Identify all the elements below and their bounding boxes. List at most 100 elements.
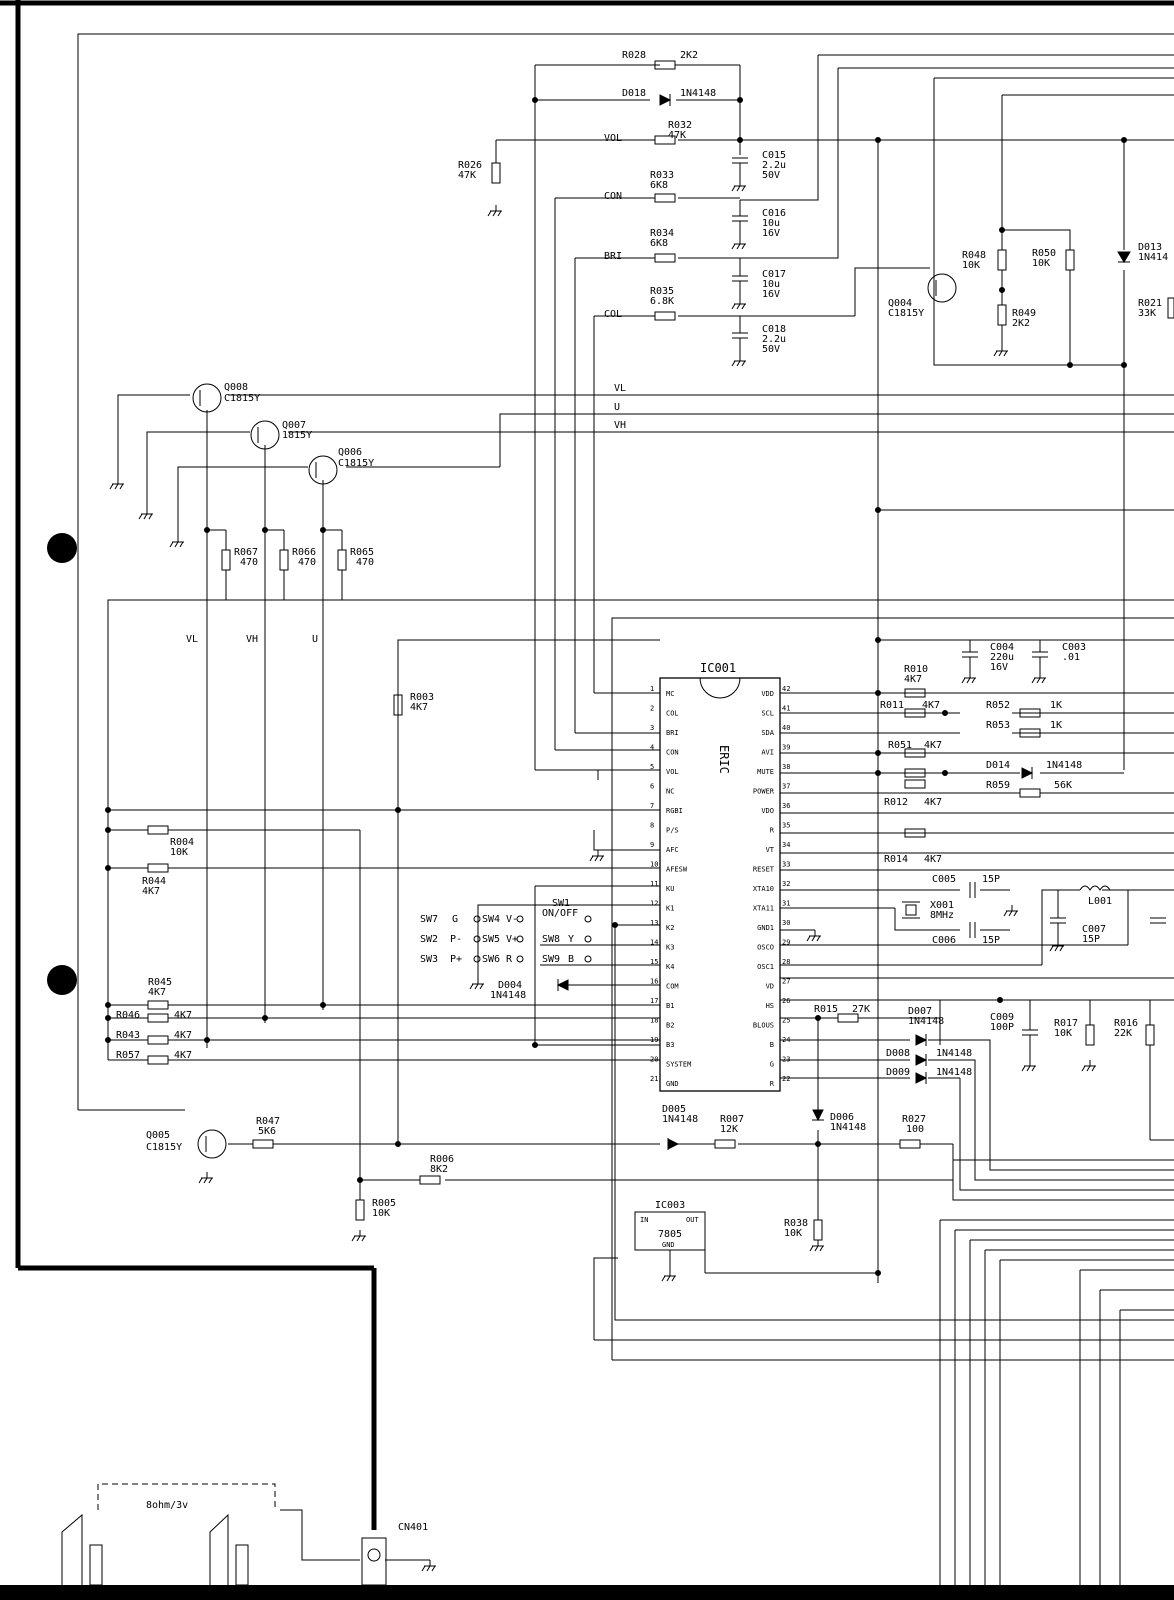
- ic001-pin-number: 39: [782, 744, 790, 752]
- ic001-pin-label: XTA10: [753, 885, 774, 893]
- label-r043: R043: [116, 1030, 140, 1041]
- ic001-pin-number: 17: [650, 997, 658, 1005]
- label-c015b: 50V: [762, 170, 780, 181]
- label-sw5v: V+: [506, 934, 518, 945]
- label-r026v: 47K: [458, 170, 476, 181]
- label-r046v: 4K7: [174, 1010, 192, 1021]
- ic001-pin-number: 42: [782, 685, 790, 693]
- label-r027v: 100: [906, 1124, 924, 1135]
- label-c016a: 10u: [762, 218, 780, 229]
- label-r016: R016: [1114, 1018, 1138, 1029]
- label-q007: Q007: [282, 420, 306, 431]
- label-vl: VL: [614, 383, 626, 394]
- label-d008: D008: [886, 1048, 910, 1059]
- label-r011v: 4K7: [922, 700, 940, 711]
- label-r032: R032: [668, 120, 692, 131]
- ic001-pin-number: 6: [650, 783, 654, 791]
- ic003-part: 7805: [658, 1229, 682, 1240]
- ic001-pin-label: COM: [666, 983, 679, 991]
- ic003-name: IC003: [655, 1200, 685, 1211]
- label-r010: R010: [904, 664, 928, 675]
- label-c018b: 50V: [762, 344, 780, 355]
- resistors: [147, 60, 1174, 1241]
- label-r028: R028: [622, 50, 646, 61]
- ic001-pin-number: 3: [650, 724, 654, 732]
- ic001-pin-number: 26: [782, 997, 790, 1005]
- ic001-pin-number: 1: [650, 685, 654, 693]
- label-r014: R014: [884, 854, 908, 865]
- label-q008: Q008: [224, 382, 248, 393]
- label-r026: R026: [458, 160, 482, 171]
- label-sw1: SW1: [552, 898, 570, 909]
- label-r021: R021: [1138, 298, 1162, 309]
- ic001-pin-label: VOL: [666, 768, 679, 776]
- label-con: CON: [604, 191, 622, 202]
- label-sw3v: P+: [450, 954, 462, 965]
- label-sw5: SW5: [482, 934, 500, 945]
- label-r033: R033: [650, 170, 674, 181]
- ic001-pin-number: 29: [782, 939, 790, 947]
- ic001-pin-number: 35: [782, 822, 790, 830]
- label-r048: R048: [962, 250, 986, 261]
- label-sw9: SW9: [542, 954, 560, 965]
- label-x001: X001: [930, 900, 954, 911]
- label-q006v: C1815Y: [338, 458, 374, 469]
- label-r038v: 10K: [784, 1228, 802, 1239]
- label-r053: R053: [986, 720, 1010, 731]
- label-vol: VOL: [604, 133, 622, 144]
- transistors: [192, 273, 957, 1159]
- label-r035v: 6.8K: [650, 296, 674, 307]
- ic001-pin-number: 15: [650, 958, 658, 966]
- ic001-pin-number: 25: [782, 1017, 790, 1025]
- label-c005: C005: [932, 874, 956, 885]
- ic001-pin-label: K3: [666, 944, 674, 952]
- ic001-pin-number: 22: [782, 1075, 790, 1083]
- label-c006: C006: [932, 935, 956, 946]
- label-c003v: .01: [1062, 652, 1080, 663]
- label-c004: C004: [990, 642, 1014, 653]
- label-c015a: 2.2u: [762, 160, 786, 171]
- ic001-chip: ERIC: [717, 745, 731, 774]
- label-r007v: 12K: [720, 1124, 738, 1135]
- ic001-body: 1MC2COL3BRI4CON5VOL6NC7RGBI8P/S9AFC10AFE…: [650, 677, 790, 1092]
- label-r045: R045: [148, 977, 172, 988]
- label-c007v: 15P: [1082, 934, 1100, 945]
- label-c009v: 100P: [990, 1022, 1014, 1033]
- label-d005v: 1N4148: [662, 1114, 698, 1125]
- ic001-pin-label: RGBI: [666, 807, 683, 815]
- ic001-pin-number: 9: [650, 841, 654, 849]
- ic001-pin-label: VD: [766, 983, 774, 991]
- ic001-pin-number: 20: [650, 1056, 658, 1064]
- label-c018a: 2.2u: [762, 334, 786, 345]
- label-c016b: 16V: [762, 228, 780, 239]
- ic001-pin-number: 11: [650, 880, 658, 888]
- label-r048v: 10K: [962, 260, 980, 271]
- label-r046: R046: [116, 1010, 140, 1021]
- label-r007: R007: [720, 1114, 744, 1125]
- ic001-pin-number: 18: [650, 1017, 658, 1025]
- label-c007: C007: [1082, 924, 1106, 935]
- ic001-pin-number: 36: [782, 802, 790, 810]
- label-c003: C003: [1062, 642, 1086, 653]
- label-r053v: 1K: [1050, 720, 1062, 731]
- label-vl2: VL: [186, 634, 198, 645]
- label-r003: R003: [410, 692, 434, 703]
- label-c004b: 16V: [990, 662, 1008, 673]
- ic001-pin-label: K4: [666, 963, 674, 971]
- label-q004v: C1815Y: [888, 308, 924, 319]
- label-d013: D013: [1138, 242, 1162, 253]
- ic001-pin-label: COL: [666, 710, 679, 718]
- label-c015: C015: [762, 150, 786, 161]
- label-r059: R059: [986, 780, 1010, 791]
- ic001-pin-label: G: [770, 1061, 774, 1069]
- ic001-pin-label: MUTE: [757, 768, 774, 776]
- label-d007: D007: [908, 1006, 932, 1017]
- label-r047v: 5K6: [258, 1126, 276, 1137]
- label-r033v: 6K8: [650, 180, 668, 191]
- label-q004: Q004: [888, 298, 912, 309]
- label-r049: R049: [1012, 308, 1036, 319]
- label-r057v: 4K7: [174, 1050, 192, 1061]
- label-r012v: 4K7: [924, 797, 942, 808]
- label-bri: BRI: [604, 251, 622, 262]
- ic001-pin-label: R: [770, 827, 775, 835]
